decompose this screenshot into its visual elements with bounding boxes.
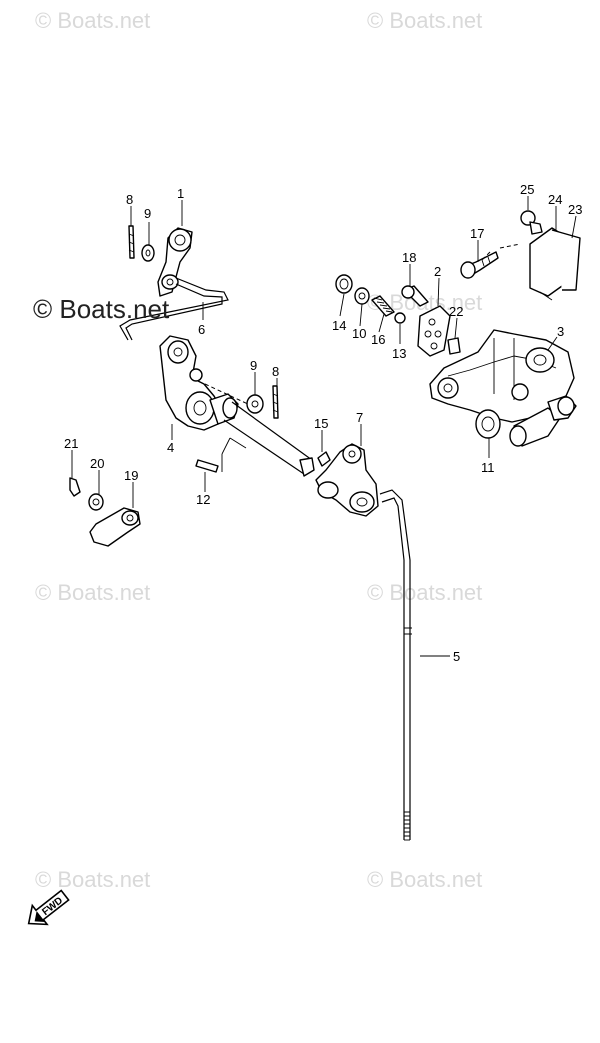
callout-19: 19: [124, 468, 138, 483]
callout-7: 7: [356, 410, 363, 425]
watermark: © Boats.net: [367, 867, 483, 892]
part-washer-upper: [141, 244, 155, 262]
callout-25: 25: [520, 182, 534, 197]
watermark-main: © Boats.net: [33, 294, 170, 324]
part-spring-16: [371, 295, 395, 317]
callout-12: 12: [196, 492, 210, 507]
callout-14: 14: [332, 318, 346, 333]
part-lever-4: [159, 335, 239, 431]
callout-23: 23: [568, 202, 582, 217]
callout-22: 22: [449, 304, 463, 319]
callout-16: 16: [371, 332, 385, 347]
part-washer-mid: [246, 394, 264, 414]
callout-21: 21: [64, 436, 78, 451]
callout-18: 18: [402, 250, 416, 265]
callout-9: 9: [250, 358, 257, 373]
part-cotter-21: [69, 477, 81, 497]
callout-5: 5: [453, 649, 460, 664]
callout-2: 2: [434, 264, 441, 279]
callout-1: 1: [177, 186, 184, 201]
part-washer-20: [88, 493, 104, 511]
part-lever-19: [89, 507, 141, 547]
part-housing-3: [429, 329, 577, 447]
watermark: © Boats.net: [35, 580, 151, 605]
part-clip-15: [317, 451, 331, 467]
part-arm-7: [315, 443, 379, 517]
callout-20: 20: [90, 456, 104, 471]
callout-8: 8: [126, 192, 133, 207]
callout-24: 24: [548, 192, 562, 207]
part-lever-upper: [157, 227, 193, 297]
part-plate-2: [417, 305, 451, 357]
callout-4: 4: [167, 440, 174, 455]
callout-9: 9: [144, 206, 151, 221]
part-rod-5: [379, 489, 412, 841]
part-pin-upper: [128, 225, 135, 259]
watermark: © Boats.net: [35, 867, 151, 892]
watermark: © Boats.net: [367, 8, 483, 33]
part-washer-10: [354, 287, 370, 305]
callout-13: 13: [392, 346, 406, 361]
part-screw-18: [401, 285, 429, 307]
callout-6: 6: [198, 322, 205, 337]
part-dowel-22: [447, 337, 461, 355]
part-pin-mid: [272, 385, 279, 419]
part-rod-6: [119, 277, 229, 341]
part-bolt-17: [460, 251, 499, 279]
guide-line: [479, 251, 491, 263]
callout-10: 10: [352, 326, 366, 341]
leader-lines: [71, 196, 577, 657]
guide-line: [499, 243, 521, 249]
fwd-arrow: FWD: [27, 889, 70, 926]
part-pin-12: [195, 459, 219, 473]
callout-3: 3: [557, 324, 564, 339]
part-snap-ring-14: [335, 274, 353, 294]
part-ball-13: [394, 312, 406, 324]
callout-11: 11: [481, 460, 495, 475]
watermark: © Boats.net: [35, 8, 151, 33]
part-bolt-25: [520, 210, 543, 235]
callout-17: 17: [470, 226, 484, 241]
part-washer-11: [475, 409, 501, 439]
callout-8: 8: [272, 364, 279, 379]
callout-15: 15: [314, 416, 328, 431]
part-bracket-23-24: [529, 227, 581, 301]
part-shaft: [204, 383, 315, 477]
watermark: © Boats.net: [367, 580, 483, 605]
